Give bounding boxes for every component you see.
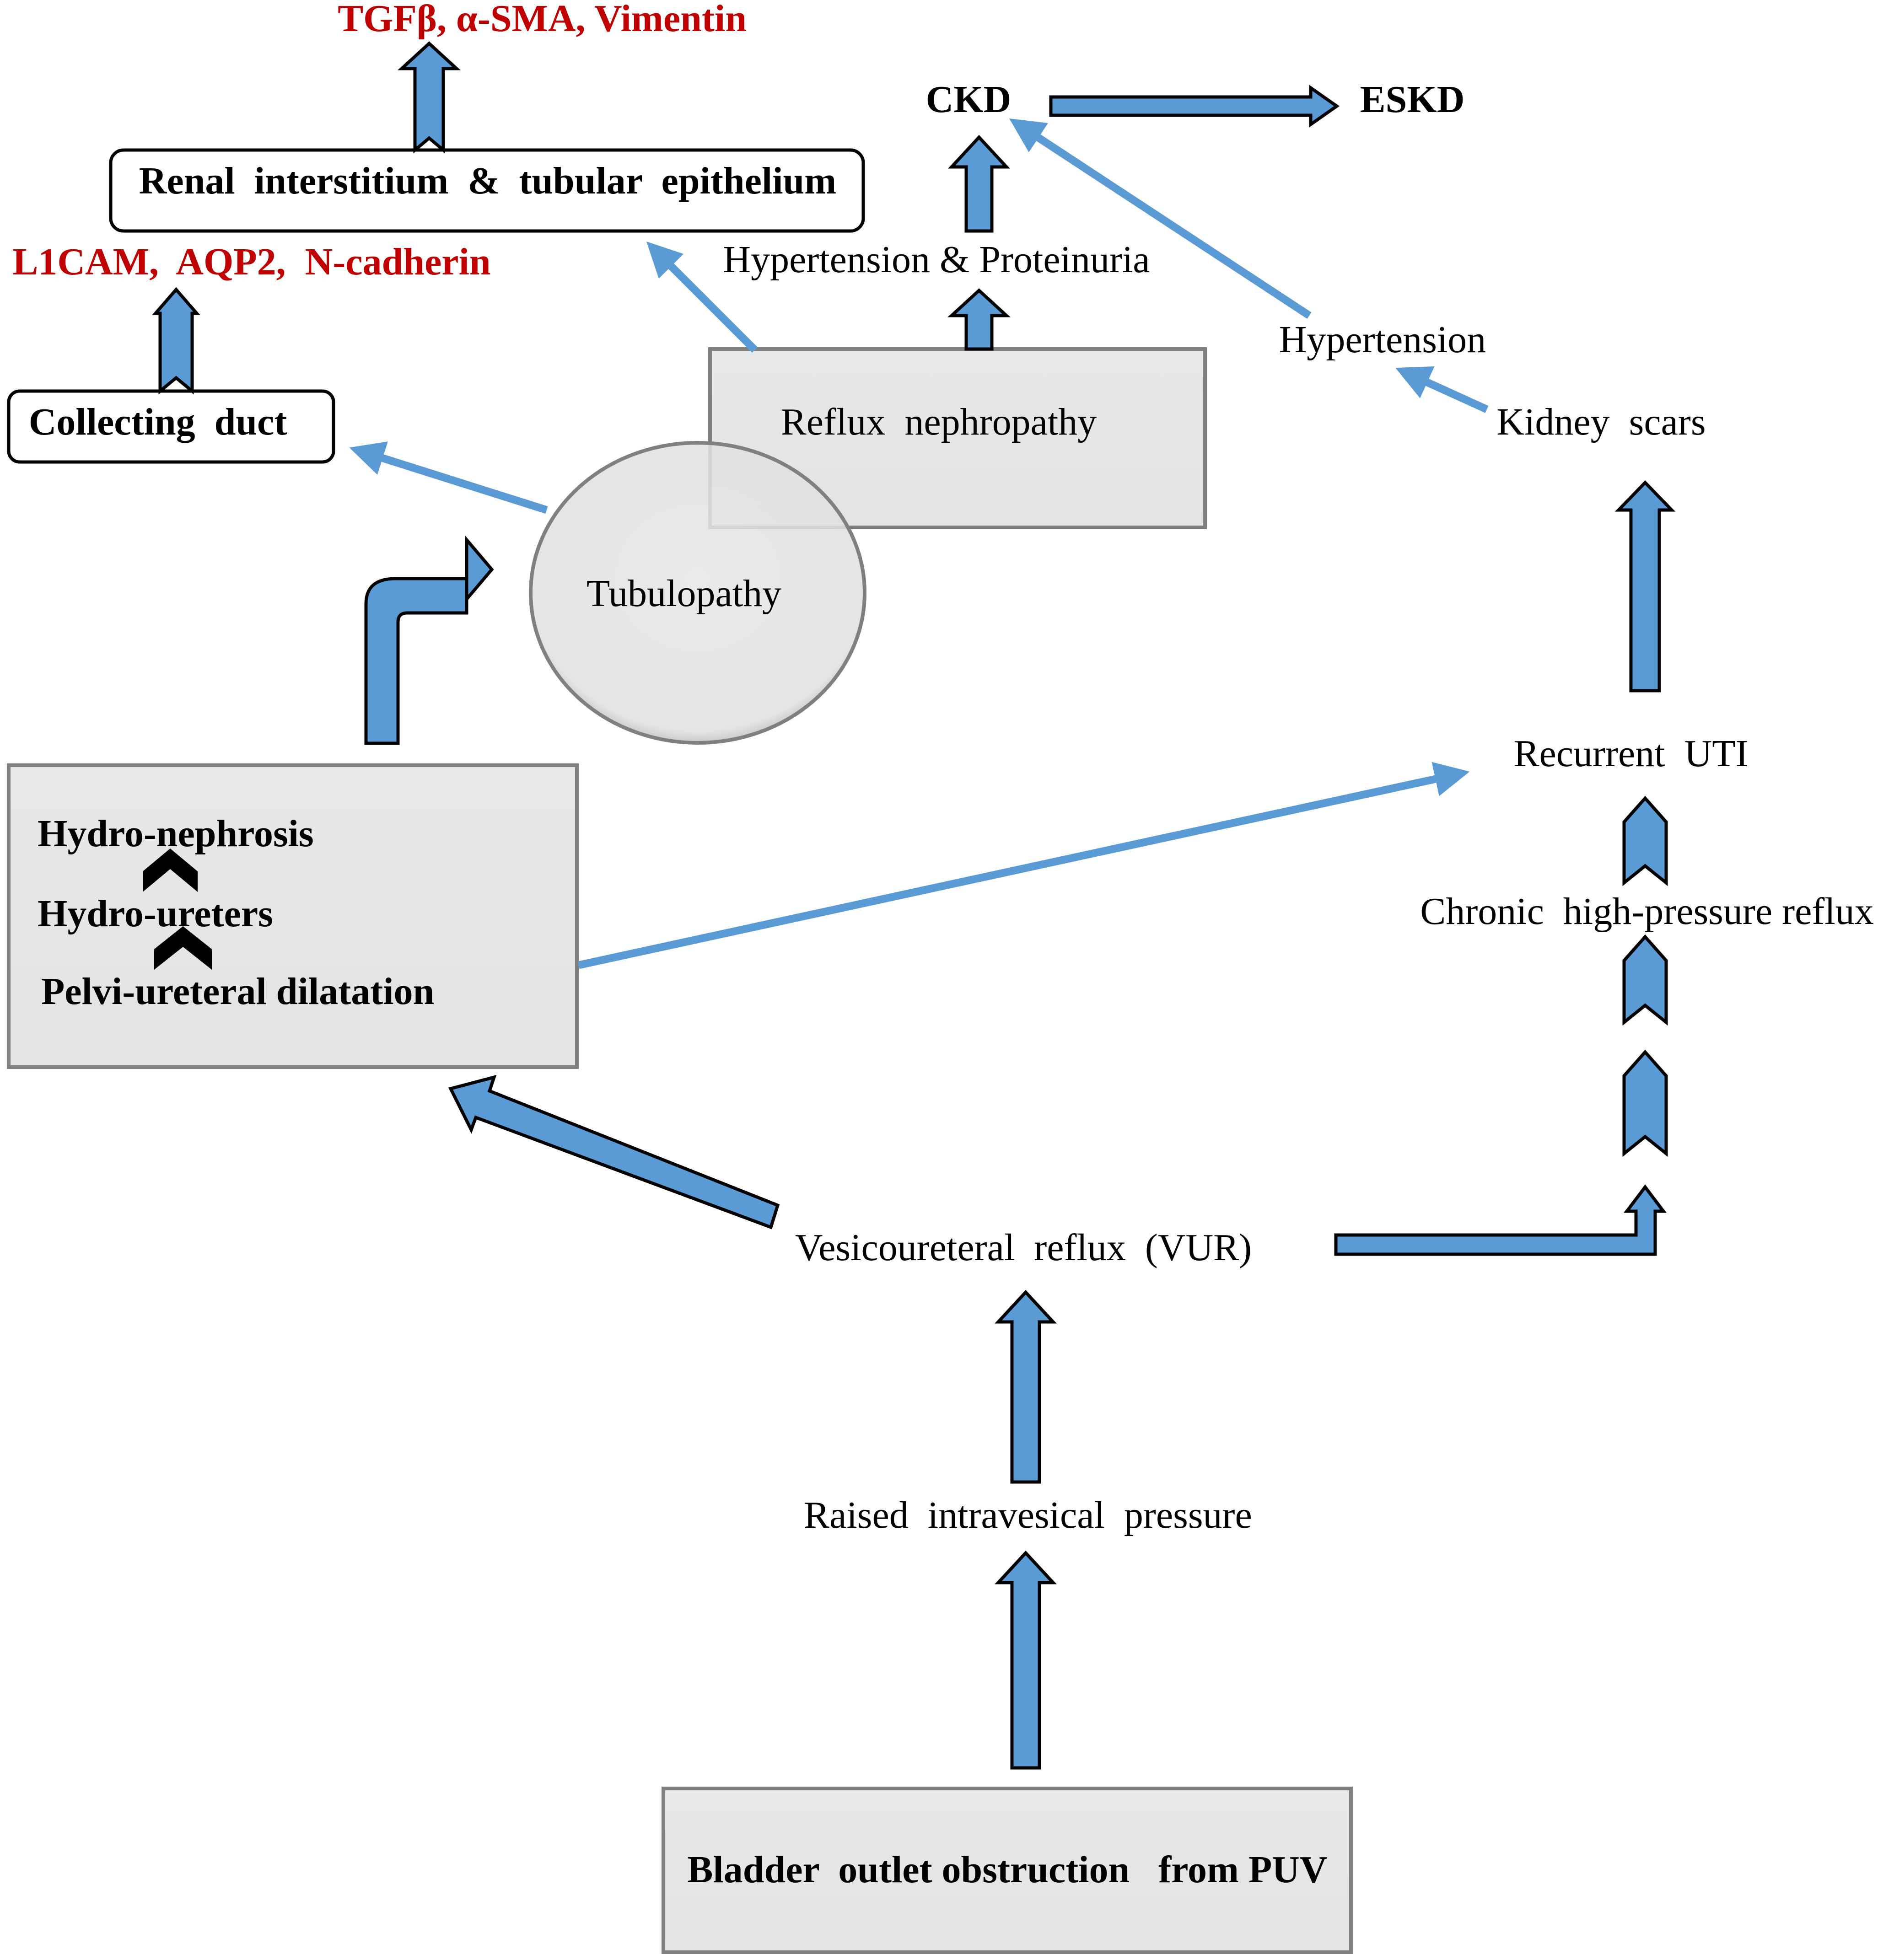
arrow-to-ckd [948, 134, 1010, 233]
connector-hypertension-to-ckd [1009, 118, 1312, 319]
bent-arrow-vur-to-right [1334, 1184, 1667, 1256]
notched-arrow-to-recurrent-uti [1622, 795, 1668, 886]
tubulopathy-label: Tubulopathy [586, 572, 781, 615]
connector-scars-to-hypertension [1395, 366, 1489, 413]
collecting-duct-box [7, 389, 335, 464]
kidney-scars-label: Kidney scars [1496, 401, 1706, 443]
markers-top-label: TGFβ, α-SMA, Vimentin [338, 0, 747, 40]
bladder-obstruction-box [662, 1787, 1353, 1954]
arrow-to-kidney-scars [1614, 480, 1676, 693]
arrow-to-vur [995, 1289, 1057, 1484]
notched-arrow-to-chronic-reflux [1622, 934, 1668, 1026]
renal-interstitium-label: Renal interstitium & tubular epithelium [139, 160, 836, 202]
hypertension-proteinuria-label: Hypertension & Proteinuria [723, 238, 1150, 281]
hydroureters-label: Hydro-ureters [38, 892, 273, 935]
arrow-ckd-to-eskd [1049, 85, 1340, 128]
arrow-to-raised-pressure [995, 1550, 1057, 1770]
notched-arrow-markers-top [398, 41, 461, 154]
chevron-up-icon [143, 848, 198, 892]
curved-arrow-to-tubulopathy [364, 535, 494, 745]
raised-pressure-label: Raised intravesical pressure [804, 1494, 1252, 1536]
hydronephrosis-label: Hydro-nephrosis [38, 812, 314, 855]
notched-arrow-markers-collecting [152, 287, 200, 395]
arrow-to-hypertension-proteinuria [947, 288, 1011, 351]
pelviureteral-label: Pelvi-ureteral dilatation [41, 970, 434, 1013]
ckd-label: CKD [926, 78, 1012, 121]
reflux-nephropathy-label: Reflux nephropathy [781, 401, 1097, 443]
diagonal-arrow-vur-to-dilatation [448, 1074, 780, 1230]
tubulopathy-ellipse [529, 441, 866, 745]
hypertension-label: Hypertension [1279, 318, 1486, 361]
notched-arrow-above-vur-bend [1622, 1049, 1668, 1157]
dilatation-box [7, 763, 579, 1069]
bladder-obstruction-label: Bladder outlet obstruction from PUV [687, 1848, 1327, 1891]
chronic-reflux-label: Chronic high-pressure reflux [1420, 890, 1873, 933]
vur-label: Vesicoureteral reflux (VUR) [795, 1226, 1252, 1269]
renal-interstitium-box [109, 148, 865, 233]
markers-collecting-label: L1CAM, AQP2, N-cadherin [12, 241, 490, 283]
connector-nephropathy-to-interstitium [646, 241, 758, 353]
chevron-up-icon [154, 926, 212, 970]
eskd-label: ESKD [1360, 78, 1465, 121]
recurrent-uti-label: Recurrent UTI [1513, 732, 1748, 775]
connector-dilatation-to-uti [578, 762, 1470, 969]
collecting-duct-label: Collecting duct [29, 401, 287, 443]
connector-tubulopathy-to-collecting-duct [349, 441, 548, 514]
